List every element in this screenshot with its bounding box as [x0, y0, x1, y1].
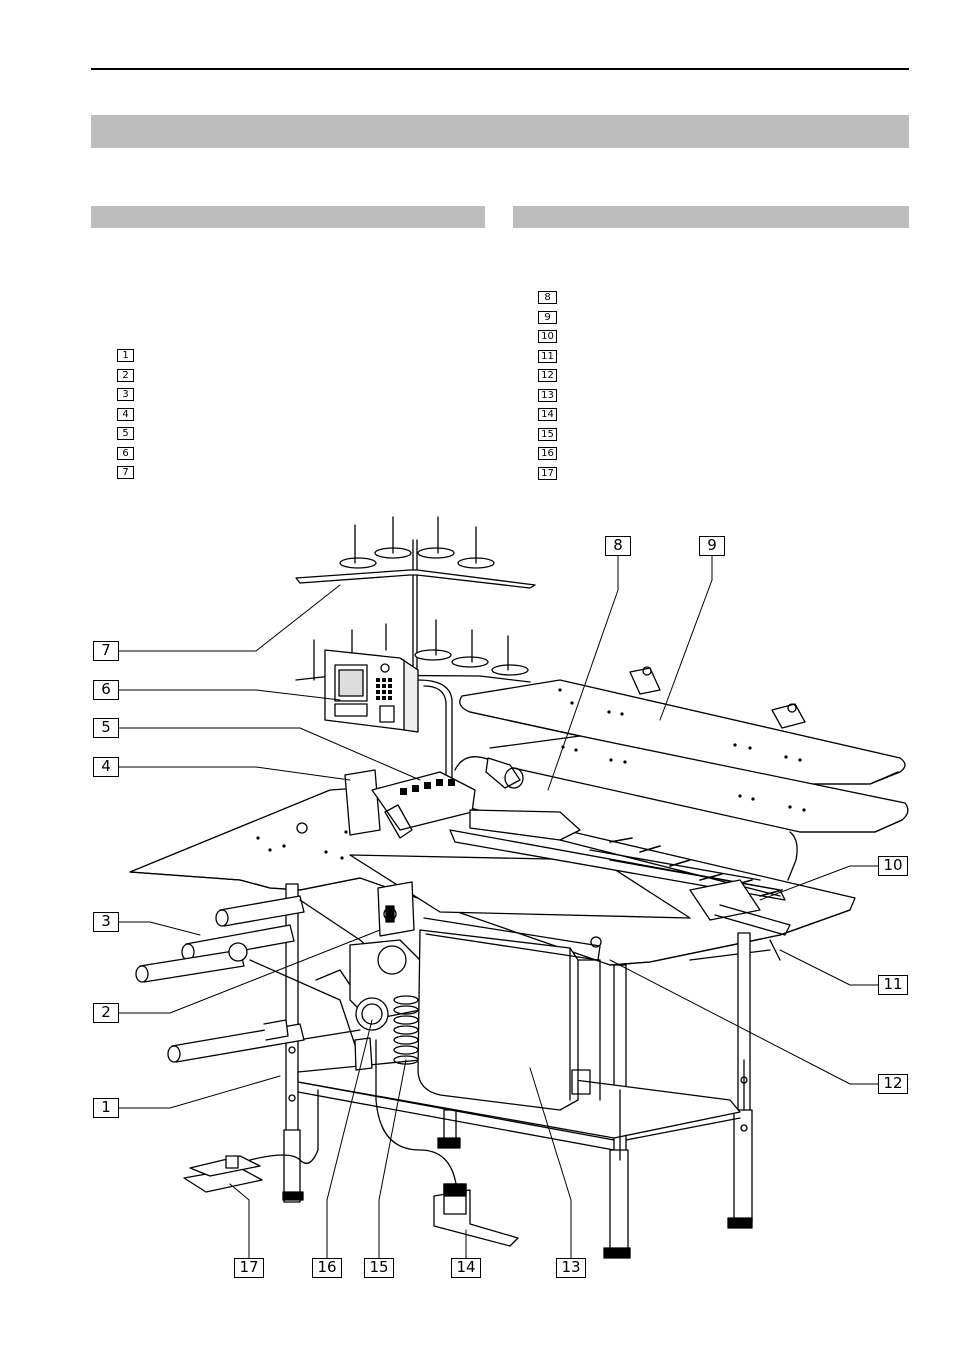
key-number-box: 7	[117, 466, 134, 479]
key-item: 3	[117, 382, 134, 402]
key-item: 6	[117, 441, 134, 461]
callout-4: 4	[93, 757, 119, 777]
table-plates	[459, 666, 909, 881]
callout-11: 11	[878, 975, 908, 995]
callout-14: 14	[451, 1258, 481, 1278]
right-column-heading-bar	[513, 206, 909, 228]
key-number-box: 6	[117, 446, 134, 460]
callout-2: 2	[93, 1003, 119, 1023]
key-item: 9	[538, 305, 557, 325]
key-item: 13	[538, 383, 557, 403]
key-number-box: 16	[538, 447, 557, 460]
key-item: 12	[538, 363, 557, 383]
leader-lines	[118, 555, 881, 1259]
pedals	[183, 1039, 519, 1247]
key-item: 5	[117, 421, 134, 441]
key-item: 17	[538, 461, 557, 481]
key-number-box: 9	[538, 310, 557, 324]
key-item: 8	[538, 285, 557, 305]
sewing-head	[344, 769, 791, 961]
key-number-box: 11	[538, 349, 557, 363]
main-table-top	[129, 787, 856, 966]
key-number-box: 17	[538, 466, 557, 480]
header-rule	[91, 68, 909, 70]
key-item: 4	[117, 402, 134, 422]
key-number-box: 5	[117, 427, 134, 440]
callout-13: 13	[556, 1258, 586, 1278]
drive-unit	[349, 881, 421, 1071]
left-key-list: 1 2 3 4 5 6 7	[117, 343, 134, 480]
right-key-list: 8 9 10 11 12 13 14 15 16 17	[538, 285, 557, 480]
key-item: 14	[538, 402, 557, 422]
key-number-box: 15	[538, 427, 557, 441]
key-number-box: 13	[538, 388, 557, 402]
key-item: 1	[117, 343, 134, 363]
callout-15: 15	[364, 1258, 394, 1278]
callout-17: 17	[234, 1258, 264, 1278]
key-item: 15	[538, 422, 557, 442]
key-number-box: 1	[117, 349, 134, 362]
key-number-box: 2	[117, 368, 134, 382]
fabric-rollers	[135, 895, 421, 1063]
lamp	[454, 756, 524, 789]
callout-8: 8	[605, 536, 631, 556]
key-item: 10	[538, 324, 557, 344]
key-number-box: 14	[538, 408, 557, 421]
cover-plate	[417, 917, 602, 1111]
key-item: 16	[538, 441, 557, 461]
key-number-box: 12	[538, 369, 557, 382]
key-item: 11	[538, 344, 557, 364]
key-number-box: 8	[538, 291, 557, 304]
key-number-box: 3	[117, 388, 134, 401]
callout-12: 12	[878, 1074, 908, 1094]
callout-3: 3	[93, 912, 119, 932]
callout-9: 9	[699, 536, 725, 556]
callout-1: 1	[93, 1098, 119, 1118]
key-number-box: 10	[538, 330, 557, 343]
callout-5: 5	[93, 718, 119, 738]
section-heading-bar	[91, 115, 909, 148]
left-column-heading-bar	[91, 206, 485, 228]
callout-7: 7	[93, 641, 119, 661]
key-number-box: 4	[117, 407, 134, 421]
control-panel	[324, 649, 453, 841]
callout-16: 16	[312, 1258, 342, 1278]
key-item: 7	[117, 460, 134, 480]
key-item: 2	[117, 363, 134, 383]
callout-6: 6	[93, 680, 119, 700]
callout-10: 10	[878, 856, 908, 876]
thread-stand	[295, 516, 536, 683]
